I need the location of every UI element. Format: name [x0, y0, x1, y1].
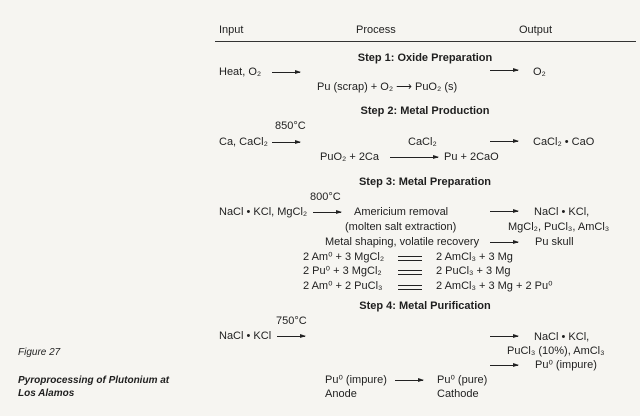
- step3-process1: Americium removal: [354, 206, 449, 218]
- step3-input: NaCl • KCl, MgCl₂: [219, 206, 308, 218]
- equation-right: 2 PuCl₃ + 3 Mg: [436, 265, 511, 277]
- figure-number: Figure 27: [18, 347, 61, 358]
- equation-left: 2 Am⁰ + 3 MgCl₂: [303, 251, 385, 263]
- equation-left: 2 Pu⁰ + 3 MgCl₂: [303, 265, 382, 277]
- step3-output1-line2: MgCl₂, PuCl₃, AmCl₃: [508, 221, 610, 233]
- step2-input: Ca, CaCl₂: [219, 136, 268, 148]
- arrow-icon: [390, 155, 439, 159]
- equilibrium-arrow-icon: [398, 285, 422, 291]
- arrow-icon: [490, 68, 519, 72]
- step2-title: Step 2: Metal Production: [360, 105, 490, 117]
- step4-output1-line2: PuCl₃ (10%), AmCl₃: [507, 345, 605, 357]
- arrow-icon: [395, 378, 424, 382]
- equilibrium-arrow-icon: [398, 270, 422, 276]
- step3-title: Step 3: Metal Preparation: [358, 176, 492, 188]
- arrow-icon: [490, 209, 519, 213]
- step3-temp: 800°C: [310, 191, 341, 203]
- header-rule: [215, 41, 636, 42]
- arrow-icon: [490, 139, 519, 143]
- step1-input: Heat, O₂: [219, 66, 262, 78]
- figure-title-line1: Pyroprocessing of Plutonium at: [18, 375, 170, 386]
- step1-title: Step 1: Oxide Preparation: [357, 52, 493, 64]
- equation-right: 2 AmCl₃ + 3 Mg + 2 Pu⁰: [436, 280, 553, 292]
- step2-reaction-right: Pu + 2CaO: [444, 151, 499, 163]
- arrow-icon: [490, 334, 519, 338]
- step3-process2: Metal shaping, volatile recovery: [325, 236, 480, 248]
- step1-output: O₂: [533, 66, 546, 78]
- step2-reaction-left: PuO₂ + 2Ca: [320, 151, 379, 163]
- anode-material: Pu⁰ (impure): [325, 374, 387, 386]
- step4-input: NaCl • KCl: [219, 330, 272, 342]
- arrow-icon: [272, 140, 301, 144]
- step2-temp: 850°C: [275, 120, 306, 132]
- arrow-icon: [277, 334, 306, 338]
- cathode-material: Pu⁰ (pure): [437, 374, 488, 386]
- arrow-icon: [490, 240, 519, 244]
- step4-temp: 750°C: [276, 315, 307, 327]
- step3-output1-line1: NaCl • KCl,: [534, 206, 590, 218]
- figure-title-line2: Los Alamos: [18, 388, 75, 399]
- column-header-process: Process: [356, 24, 396, 36]
- step2-output: CaCl₂ • CaO: [533, 136, 595, 148]
- column-header-output: Output: [519, 24, 553, 36]
- equilibrium-arrow-icon: [398, 256, 422, 262]
- step2-catalyst: CaCl₂: [408, 136, 437, 148]
- step4-output1-line1: NaCl • KCl,: [534, 331, 590, 343]
- cathode-label: Cathode: [437, 388, 479, 400]
- column-header-input: Input: [219, 24, 244, 36]
- equation-right: 2 AmCl₃ + 3 Mg: [436, 251, 513, 263]
- anode-label: Anode: [325, 388, 357, 400]
- arrow-icon: [490, 363, 519, 367]
- step1-reaction: Pu (scrap) + O₂ ⟶ PuO₂ (s): [317, 81, 458, 93]
- step3-process1-sub: (molten salt extraction): [345, 221, 457, 233]
- arrow-icon: [313, 210, 342, 214]
- equation-left: 2 Am⁰ + 2 PuCl₃: [303, 280, 383, 292]
- step4-title: Step 4: Metal Purification: [359, 300, 491, 312]
- step4-output2: Pu⁰ (impure): [535, 359, 597, 371]
- step3-output2: Pu skull: [535, 236, 574, 248]
- arrow-icon: [272, 70, 301, 74]
